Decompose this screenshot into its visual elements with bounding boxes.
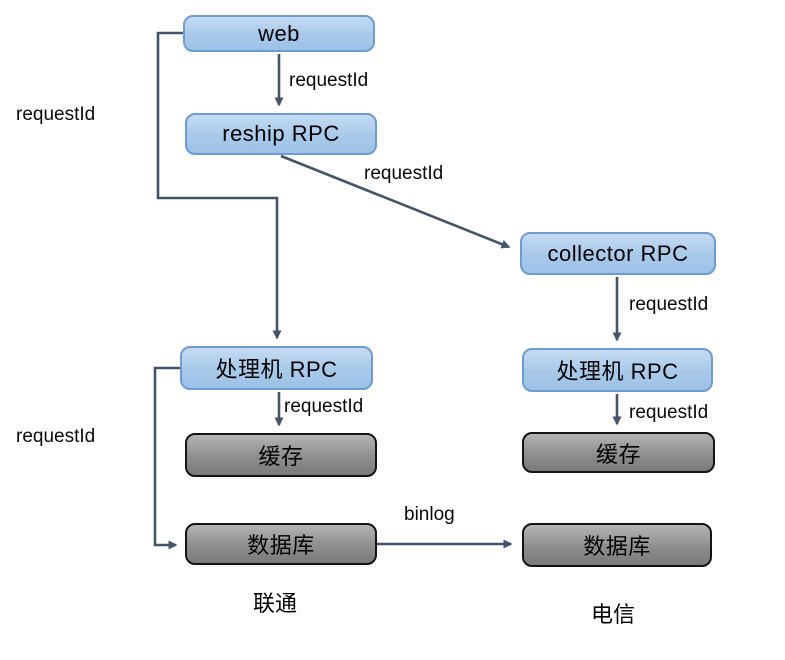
node-processor-rpc-left: 处理机 RPC xyxy=(180,346,373,390)
edge-label-requestid-left-top: requestId xyxy=(16,104,96,125)
edge-label-requestid-processor-cache-right: requestId xyxy=(629,402,709,423)
edge-web-to-processor-left xyxy=(156,31,282,340)
node-processor-rpc-right: 处理机 RPC xyxy=(522,348,713,392)
node-cache-left: 缓存 xyxy=(185,433,377,477)
edge-reship-to-collector xyxy=(280,154,511,249)
node-reship-rpc: reship RPC xyxy=(185,113,377,155)
edge-label-binlog: binlog xyxy=(404,504,455,525)
group-label-liantong: 联通 xyxy=(253,592,298,617)
edge-processor-left-to-db-left xyxy=(153,366,180,550)
edge-label-requestid-reship-collector: requestId xyxy=(364,163,444,184)
node-cache-right: 缓存 xyxy=(522,432,715,473)
node-db-right: 数据库 xyxy=(522,523,712,567)
group-label-dianxin: 电信 xyxy=(591,603,636,628)
node-db-left: 数据库 xyxy=(185,523,377,565)
edge-label-requestid-processor-cache-left: requestId xyxy=(284,396,364,417)
edge-label-requestid-collector-processor: requestId xyxy=(629,294,709,315)
edge-label-requestid-left-bottom: requestId xyxy=(16,426,96,447)
edge-label-requestid-web-reship: requestId xyxy=(289,70,369,91)
node-collector-rpc: collector RPC xyxy=(520,232,716,275)
node-web: web xyxy=(183,15,375,52)
